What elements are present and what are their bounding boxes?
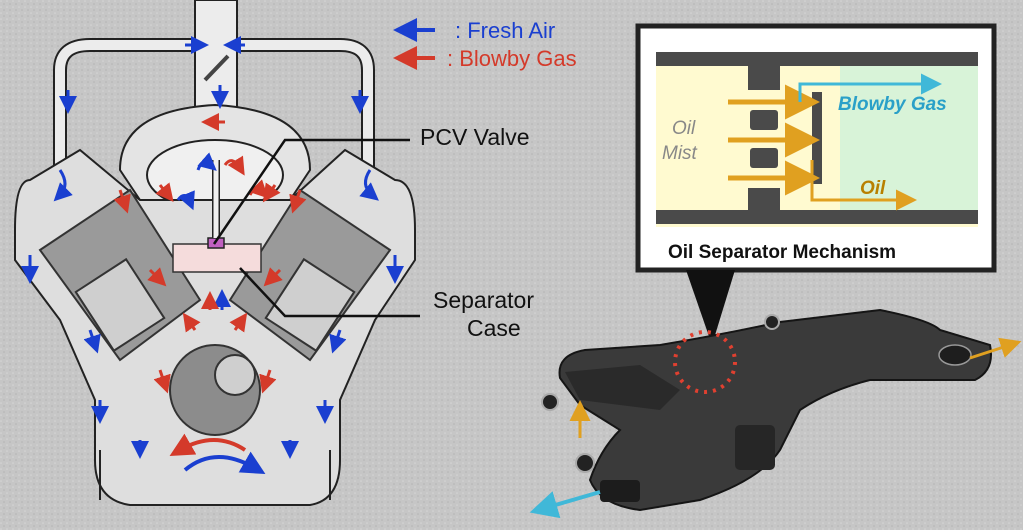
inset-oil-mist-label-line1: Oil: [672, 118, 696, 139]
separator-case-label-line2: Case: [467, 315, 521, 341]
legend-fresh-air: : Fresh Air: [455, 18, 556, 43]
inset-oil-mist-label-line2: Mist: [662, 143, 697, 164]
separator-case-label-line1: Separator: [433, 287, 535, 313]
legend-arrows: [393, 18, 435, 70]
engine-cross-section: [14, 0, 420, 506]
inset-oil-label: Oil: [860, 178, 886, 199]
oil-separator-inset: [635, 23, 997, 345]
separator-part-illustration: [529, 308, 1022, 519]
legend-blowby-gas: : Blowby Gas: [447, 46, 577, 71]
inset-title: Oil Separator Mechanism: [668, 242, 897, 263]
pcv-valve-label: PCV Valve: [420, 124, 530, 150]
inset-blowby-gas-label: Blowby Gas: [838, 94, 947, 115]
